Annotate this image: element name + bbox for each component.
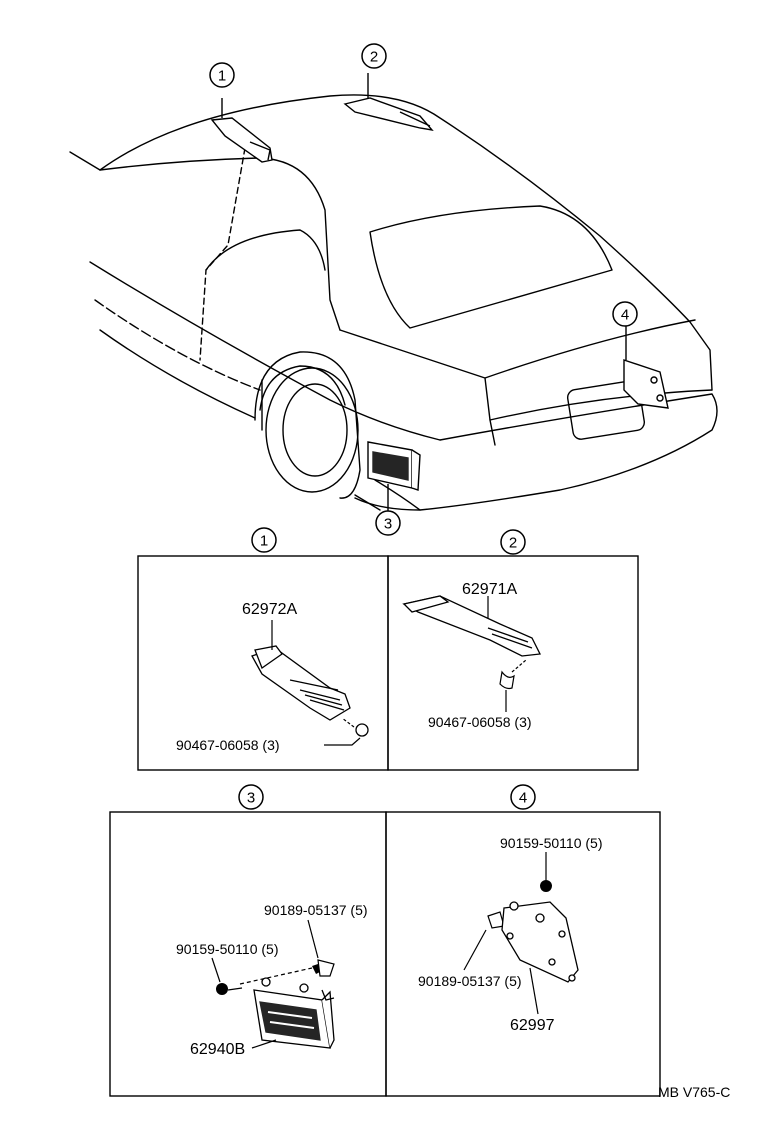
panel-4-callout: 4	[519, 790, 527, 807]
panel-4-part-nut: 90159-50110 (5)	[500, 835, 602, 851]
panel-2-callout: 2	[509, 535, 517, 552]
panel-2-part-main: 62971A	[462, 581, 517, 598]
callout-3-label: 3	[384, 516, 392, 533]
panel-4-part-main: 62997	[510, 1017, 555, 1034]
callout-4-label: 4	[621, 307, 629, 324]
plate-4-on-car	[623, 325, 669, 409]
panel-2-part-clip: 90467-06058 (3)	[428, 714, 532, 730]
panel-3-part-screw: 90189-05137 (5)	[264, 902, 368, 918]
callout-2-label: 2	[370, 49, 378, 66]
vent-3-on-car	[367, 441, 421, 512]
panel-3-part-main: 62940B	[190, 1041, 245, 1058]
panel-2: 2 62971A 90467-06058 (3)	[387, 529, 639, 771]
duct-1-on-car	[210, 98, 273, 163]
panel-1-part-clip: 90467-06058 (3)	[176, 737, 280, 753]
diagram-code: MB V765-C	[658, 1084, 730, 1100]
callout-1-label: 1	[218, 68, 226, 85]
car-callouts: 1 2 4 3	[209, 43, 638, 536]
panel-3-callout: 3	[247, 790, 255, 807]
car-illustration	[69, 94, 718, 511]
panel-3: 3 90189-05137 (5) 90159-50110 (5) 62940B	[109, 784, 387, 1097]
duct-2-on-car	[343, 73, 434, 132]
panel-4: 4 90159-50110 (5) 90189-05137 (5) 62997	[385, 784, 661, 1097]
panel-1: 1 62972A 90467-06058 (3)	[137, 527, 389, 771]
panel-4-part-screw: 90189-05137 (5)	[418, 973, 522, 989]
panel-1-part-main: 62972A	[242, 601, 297, 618]
panel-1-callout: 1	[260, 533, 268, 550]
panel-3-part-nut: 90159-50110 (5)	[176, 941, 278, 957]
